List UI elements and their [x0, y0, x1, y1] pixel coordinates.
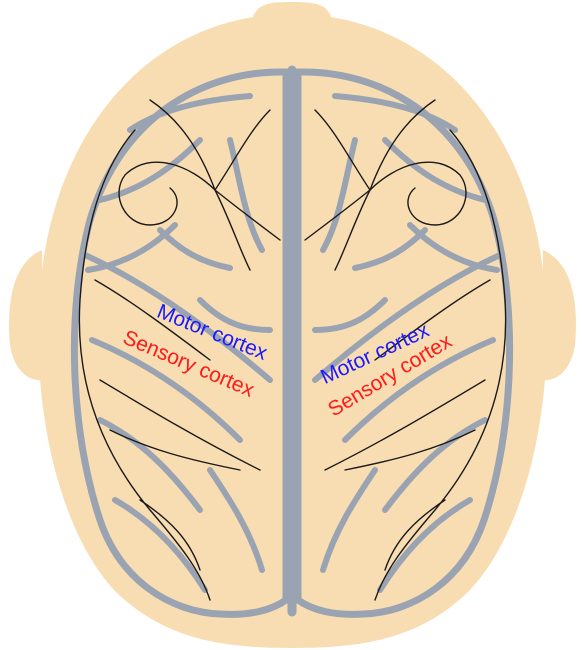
sulcus [112, 497, 208, 593]
nerve-branch [334, 189, 371, 271]
nerve-branch [369, 99, 436, 191]
sulcus [377, 497, 473, 593]
sulcus [207, 467, 265, 573]
left-ear [9, 250, 44, 381]
sulcus [320, 137, 358, 253]
right-hemisphere [294, 68, 514, 618]
nerve-branch [214, 189, 281, 241]
sulcus [197, 297, 273, 333]
sulcus [97, 137, 203, 203]
sulci [82, 65, 503, 617]
central-sulcus-left [82, 252, 273, 383]
nerve-branch [214, 109, 271, 191]
sulcus [352, 227, 428, 271]
nerve-long-right [374, 129, 507, 601]
nerve-branch [344, 429, 476, 471]
sulcus [127, 93, 253, 133]
nerve-branch [314, 109, 371, 191]
nerve-branch [149, 99, 216, 191]
nerve-whorl-left [118, 161, 216, 226]
nerve-branch [324, 379, 486, 471]
nerve-branch [109, 429, 241, 471]
sulcus [342, 337, 496, 443]
sulcus [89, 337, 243, 443]
right-ear [541, 250, 576, 381]
sulcus [332, 93, 458, 133]
sulcus [227, 137, 265, 253]
sulcus [157, 227, 233, 271]
sulcus [312, 297, 388, 333]
nerve-long-left [78, 129, 211, 601]
nerve-branch [139, 499, 201, 571]
sulcus [382, 417, 488, 513]
nerve-branch [384, 499, 446, 571]
nerve-branch [94, 279, 211, 361]
nerve-whorl-right [369, 161, 467, 226]
sulcus [382, 137, 488, 203]
nerve-branch [214, 189, 251, 271]
nerve-branch [99, 379, 261, 471]
central-sulcus-right [312, 252, 503, 383]
nerve-branch [374, 279, 491, 361]
nerve-branch [304, 189, 371, 241]
sulcus [320, 467, 378, 573]
sulcus [97, 417, 203, 513]
nerve-branches [78, 99, 507, 601]
